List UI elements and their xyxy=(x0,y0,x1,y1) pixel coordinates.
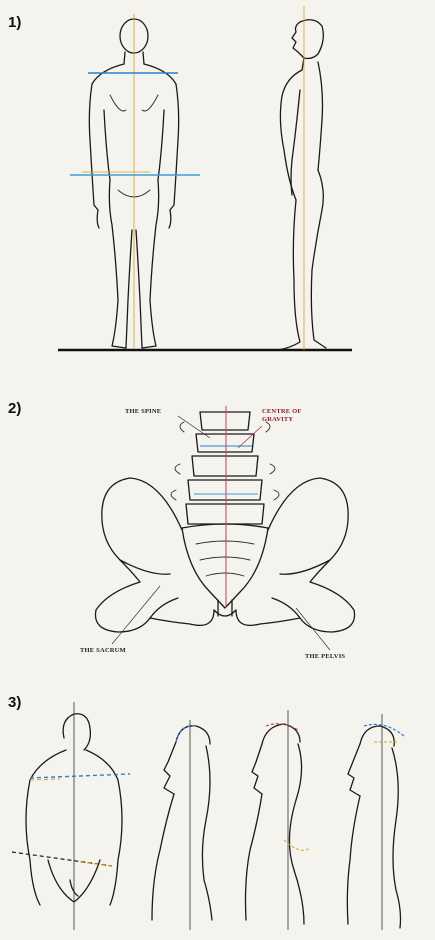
left-pelvic-bone xyxy=(95,478,214,632)
side-profile-2 xyxy=(246,724,305,924)
label-centre-of-gravity-line2: GRAVITY xyxy=(262,416,302,424)
centre-leader-line xyxy=(238,426,262,448)
figure-3: 3) xyxy=(0,680,435,940)
figure-2: 2) xyxy=(0,360,435,680)
spine-leader-line xyxy=(178,416,210,438)
label-the-pelvis: THE PELVIS xyxy=(305,653,345,660)
label-centre-of-gravity: CENTRE OF GRAVITY xyxy=(262,408,302,424)
figure-1: 1) xyxy=(0,0,435,360)
standing-posture-illustration xyxy=(0,0,435,360)
side-profile-1 xyxy=(152,726,212,920)
side-profile-3 xyxy=(347,726,400,928)
label-centre-of-gravity-line1: CENTRE OF xyxy=(262,408,302,416)
pelvis-leader-line xyxy=(296,608,330,650)
label-the-sacrum: THE SACRUM xyxy=(80,647,126,654)
postural-deviations-illustration xyxy=(0,680,435,940)
lumbar-vertebrae xyxy=(171,412,279,524)
back-torso-shoulder-line xyxy=(30,774,130,778)
right-pelvic-bone xyxy=(236,478,355,632)
sacrum xyxy=(182,524,268,608)
spine-pelvis-illustration xyxy=(0,360,435,680)
side-view-figure xyxy=(278,20,326,350)
label-the-spine: THE SPINE xyxy=(125,408,161,415)
